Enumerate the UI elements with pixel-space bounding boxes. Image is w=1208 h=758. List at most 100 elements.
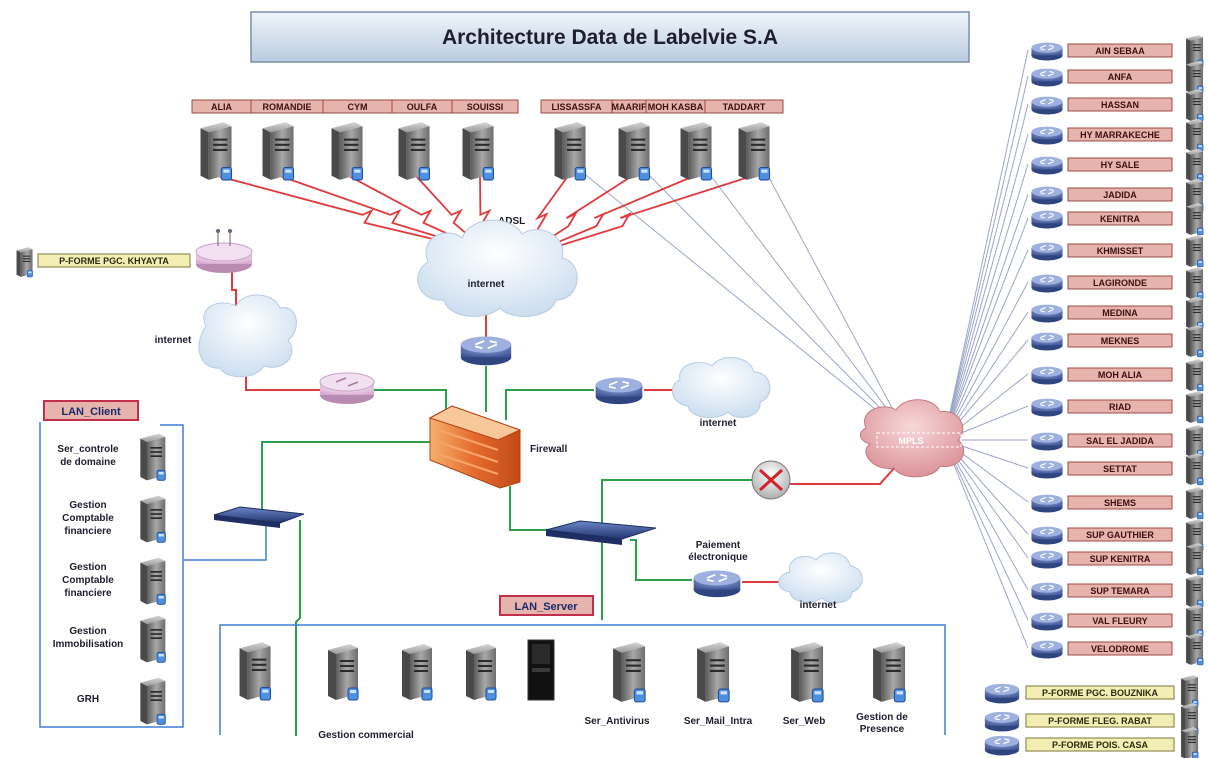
switch-server xyxy=(545,520,657,545)
mpls-site-label: SAL EL JADIDA xyxy=(1086,436,1154,446)
mpls-link xyxy=(943,439,1029,649)
router-icon xyxy=(1030,126,1064,145)
mpls-site-label: SUP GAUTHIER xyxy=(1086,530,1154,540)
mpls-link xyxy=(943,133,1029,441)
mpls-site-tag xyxy=(1067,641,1173,656)
mpls-site-tag xyxy=(1067,399,1173,414)
server-icon xyxy=(139,495,166,543)
server-icon xyxy=(554,121,587,181)
router-icon xyxy=(1030,612,1064,631)
server-icon xyxy=(1185,574,1204,608)
server-icon xyxy=(139,677,166,725)
server-icon xyxy=(1185,34,1204,68)
server-icon xyxy=(680,121,713,181)
internet-cloud-right xyxy=(672,357,771,419)
server-icon xyxy=(238,641,272,701)
site-tag-label: SOUISSI xyxy=(467,102,504,112)
internet-left-label: internet xyxy=(155,335,192,346)
server-icon xyxy=(738,121,771,181)
router-pink-left xyxy=(319,372,375,404)
platform-tag xyxy=(1025,737,1175,752)
mpls-site-tag xyxy=(1067,495,1173,510)
site-tag-label: ROMANDIE xyxy=(263,102,312,112)
mpls-site-tag xyxy=(1067,461,1173,476)
mpls-site-label: LAGIRONDE xyxy=(1093,278,1147,288)
server-icon xyxy=(200,121,233,181)
router-icon xyxy=(1030,42,1064,61)
mpls-site-tag xyxy=(1067,157,1173,172)
storage-unit-icon xyxy=(527,639,555,701)
mpls-access-link xyxy=(790,465,897,485)
server-icon xyxy=(696,641,730,703)
mpls-link xyxy=(943,193,1029,441)
router-icon xyxy=(1030,210,1064,229)
mpls-link xyxy=(943,439,1029,621)
lan-server-title: LAN_Server xyxy=(515,601,579,613)
mpls-cloud: MPLS xyxy=(860,399,965,478)
server-icon xyxy=(139,615,166,663)
client-item-label: Gestion xyxy=(69,500,106,511)
mpls-site-label: VELODROME xyxy=(1091,644,1149,654)
mpls-site-tag xyxy=(1067,211,1173,226)
adsl-link xyxy=(348,175,489,253)
internet-bottom-label: internet xyxy=(800,600,837,611)
mpls-site-label: SUP KENITRA xyxy=(1090,554,1151,564)
antivirus-label: Ser_Antivirus xyxy=(584,716,649,727)
mpls-site-label: HASSAN xyxy=(1101,100,1139,110)
client-item-label: Ser_controle xyxy=(57,444,119,455)
site-tag-label: LISSASSFA xyxy=(551,102,602,112)
site-tag xyxy=(704,99,784,114)
switch-client-lan-link xyxy=(184,526,267,561)
mpls-link xyxy=(765,171,907,435)
server-icon xyxy=(1185,604,1204,638)
server-icon xyxy=(1185,486,1204,520)
mpls-link xyxy=(943,75,1029,441)
lan-server-items: Gestion commercial Ser_Antivirus Ser_Mai… xyxy=(238,639,908,741)
mpls-site-tag xyxy=(1067,527,1173,542)
mpls-site-tag xyxy=(1067,367,1173,382)
router-icon xyxy=(1030,242,1064,261)
client-item-label: GRH xyxy=(77,694,99,705)
client-item-label: Gestion xyxy=(69,626,106,637)
mpls-site-label: SHEMS xyxy=(1104,498,1136,508)
router-icon xyxy=(1030,366,1064,385)
server-icon xyxy=(1185,202,1204,236)
mpls-site-tag xyxy=(1067,433,1173,448)
firewall-label: Firewall xyxy=(530,444,567,455)
router-icon xyxy=(984,683,1020,704)
mpls-site-tag xyxy=(1067,275,1173,290)
mpls-link xyxy=(943,217,1029,441)
server-icon xyxy=(1185,542,1204,576)
switch-client xyxy=(213,506,305,528)
router-icon xyxy=(984,711,1020,732)
presence-label-line1: Gestion de xyxy=(856,712,908,723)
server-icon xyxy=(465,643,497,701)
mpls-link xyxy=(581,171,907,435)
server-icon xyxy=(1185,88,1204,122)
client-item-label: financiere xyxy=(64,588,112,599)
site-tag-label: CYM xyxy=(348,102,368,112)
client-item-label: Gestion xyxy=(69,562,106,573)
router-mpls-access xyxy=(751,460,791,500)
mpls-link xyxy=(943,103,1029,441)
router-icon xyxy=(1030,398,1064,417)
adsl-label: ADSL xyxy=(498,216,525,227)
mpls-site-tag xyxy=(1067,613,1173,628)
server-icon xyxy=(401,643,433,701)
site-tag-label: OULFA xyxy=(407,102,438,112)
mpls-site-label: MEKNES xyxy=(1101,336,1140,346)
server-icon xyxy=(872,641,906,703)
platform-tag xyxy=(1025,685,1175,700)
mpls-site-tag xyxy=(1067,127,1173,142)
mpls-site-label: KHMISSET xyxy=(1097,246,1144,256)
site-tag xyxy=(451,99,519,114)
web-label: Ser_Web xyxy=(783,716,826,727)
mpls-site-tag xyxy=(1067,97,1173,112)
paiement-label-line1: Paiement xyxy=(696,540,741,551)
site-tag-label: TADDART xyxy=(723,102,766,112)
server-icon xyxy=(1185,358,1204,392)
lan-client-frame: LAN_Client xyxy=(39,400,184,728)
server-icon xyxy=(1185,424,1204,458)
